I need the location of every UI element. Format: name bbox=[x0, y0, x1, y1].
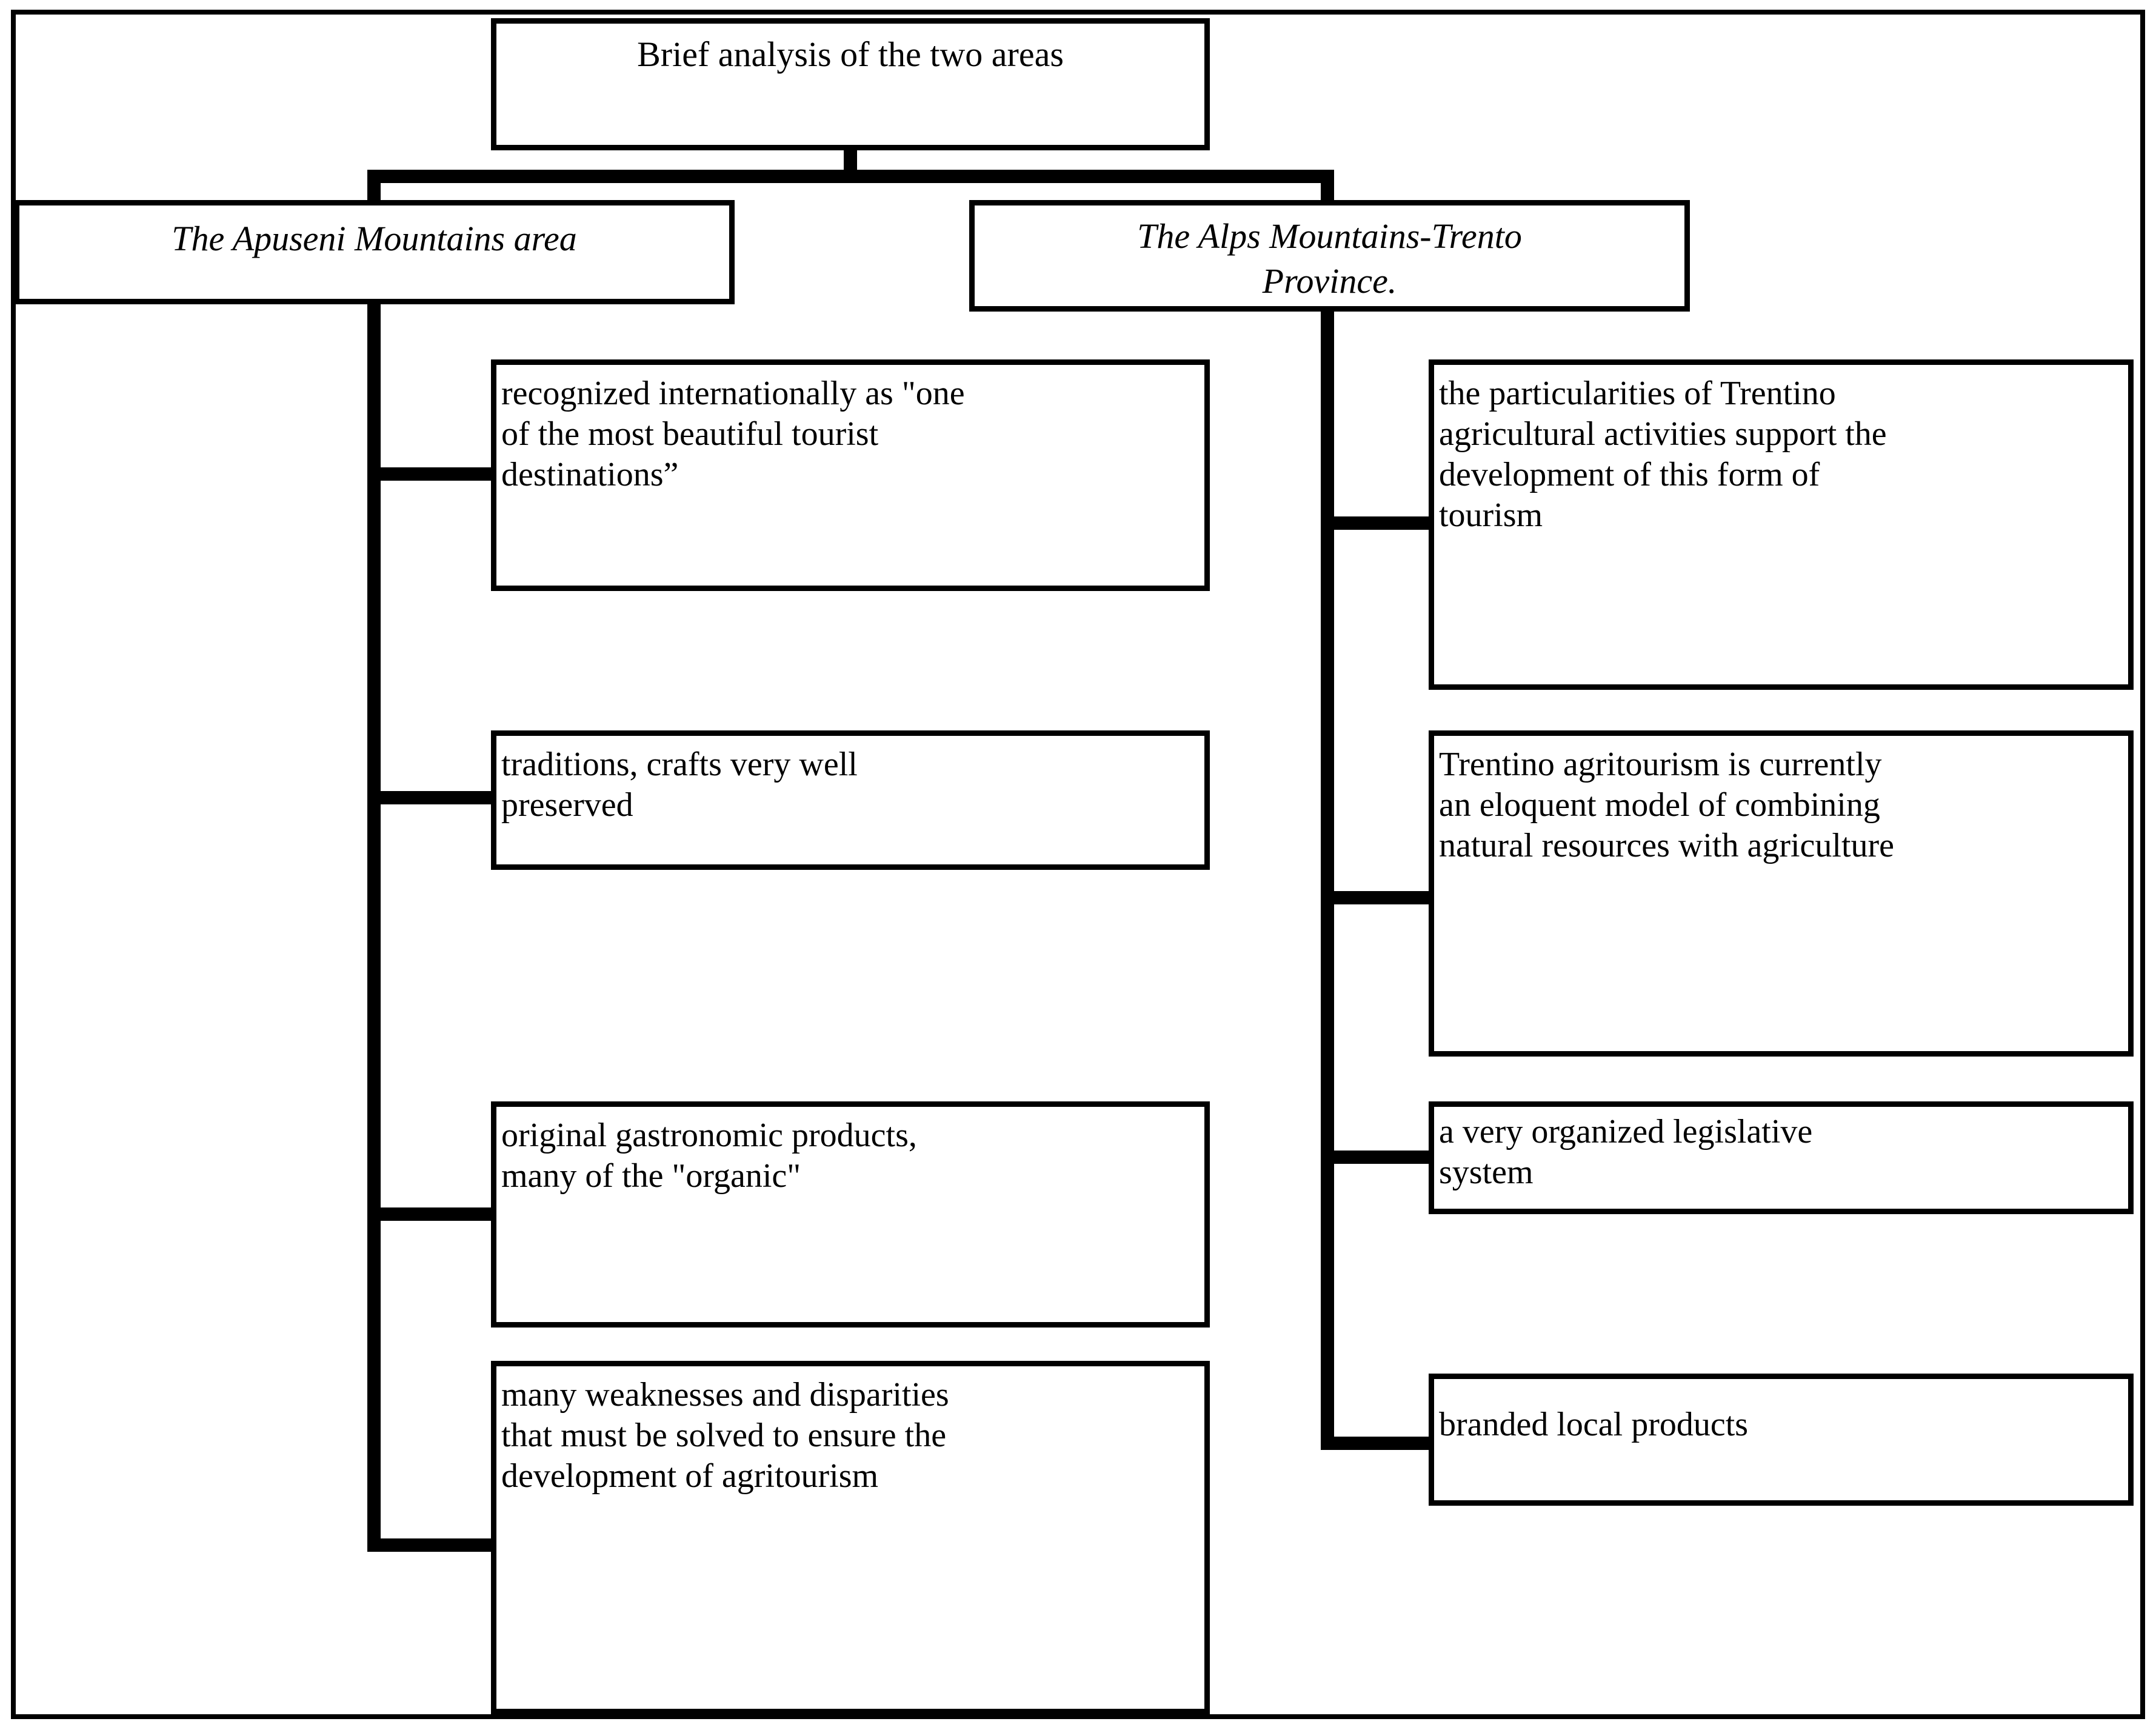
connector-right-vertical-spine bbox=[1321, 308, 1334, 1450]
page-title: Brief analysis of the two areas bbox=[637, 35, 1064, 74]
connector-trunk-bar bbox=[367, 170, 1334, 183]
text-line: Province. bbox=[1262, 261, 1397, 301]
text-line: traditions, crafts very well bbox=[501, 746, 858, 783]
text-line: branded local products bbox=[1439, 1406, 1749, 1443]
right-item-4-text: branded local products bbox=[1434, 1379, 2128, 1445]
left-item-box-4: many weaknesses and disparities that mus… bbox=[491, 1361, 1210, 1714]
text-line: of the most beautiful tourist bbox=[501, 415, 879, 453]
left-item-box-3: original gastronomic products, many of t… bbox=[491, 1101, 1210, 1328]
left-item-4-text: many weaknesses and disparities that mus… bbox=[496, 1366, 1204, 1497]
right-item-box-3: a very organized legislative system bbox=[1429, 1101, 2134, 1214]
connector-right-stub-3 bbox=[1321, 1151, 1429, 1164]
text-line: original gastronomic products, bbox=[501, 1117, 917, 1154]
text-line: many weaknesses and disparities bbox=[501, 1376, 949, 1414]
text-line: many of the "organic" bbox=[501, 1157, 801, 1195]
connector-title-stub bbox=[844, 148, 857, 173]
left-item-1-text: recognized internationally as "one of th… bbox=[496, 365, 1204, 495]
connector-left-stub-3 bbox=[367, 1207, 491, 1221]
text-line: preserved bbox=[501, 786, 633, 824]
right-item-2-text: Trentino agritourism is currently an elo… bbox=[1434, 736, 2128, 866]
connector-left-stub-2 bbox=[367, 791, 491, 804]
connector-right-stub-1 bbox=[1321, 516, 1429, 530]
text-line: the particularities of Trentino bbox=[1439, 375, 1836, 412]
text-line: a very organized legislative bbox=[1439, 1113, 1813, 1151]
text-line: tourism bbox=[1439, 496, 1543, 534]
text-line: development of this form of bbox=[1439, 456, 1820, 493]
text-line: destinations” bbox=[501, 456, 679, 493]
outer-border bbox=[11, 10, 2145, 1719]
connector-right-stub-4 bbox=[1321, 1437, 1429, 1450]
text-line: that must be solved to ensure the bbox=[501, 1417, 947, 1454]
left-item-3-text: original gastronomic products, many of t… bbox=[496, 1107, 1204, 1197]
connector-left-header-stub bbox=[367, 179, 381, 204]
left-item-box-1: recognized internationally as "one of th… bbox=[491, 359, 1210, 591]
left-branch-header-label: The Apuseni Mountains area bbox=[172, 219, 577, 258]
connector-right-header-stub bbox=[1321, 179, 1334, 204]
right-branch-header-box: The Alps Mountains-Trento Province. bbox=[969, 200, 1690, 312]
right-item-box-4: branded local products bbox=[1429, 1374, 2134, 1506]
text-line: natural resources with agriculture bbox=[1439, 827, 1895, 864]
text-line: The Alps Mountains-Trento bbox=[1137, 216, 1522, 256]
left-branch-header-box: The Apuseni Mountains area bbox=[14, 200, 735, 304]
connector-left-vertical-spine bbox=[367, 301, 381, 1552]
text-line: recognized internationally as "one bbox=[501, 375, 965, 412]
text-line: agricultural activities support the bbox=[1439, 415, 1887, 453]
connector-left-stub-1 bbox=[367, 467, 491, 481]
title-box: Brief analysis of the two areas bbox=[491, 18, 1210, 150]
text-line: an eloquent model of combining bbox=[1439, 786, 1880, 824]
text-line: development of agritourism bbox=[501, 1457, 879, 1495]
right-branch-header-label: The Alps Mountains-Trento Province. bbox=[975, 205, 1684, 304]
right-item-box-1: the particularities of Trentino agricult… bbox=[1429, 359, 2134, 690]
text-line: Trentino agritourism is currently bbox=[1439, 746, 1882, 783]
connector-right-stub-2 bbox=[1321, 891, 1429, 904]
right-item-1-text: the particularities of Trentino agricult… bbox=[1434, 365, 2128, 536]
right-item-3-text: a very organized legislative system bbox=[1434, 1107, 2128, 1193]
text-line: system bbox=[1439, 1154, 1534, 1191]
left-item-box-2: traditions, crafts very well preserved bbox=[491, 730, 1210, 870]
right-item-box-2: Trentino agritourism is currently an elo… bbox=[1429, 730, 2134, 1057]
left-item-2-text: traditions, crafts very well preserved bbox=[496, 736, 1204, 826]
connector-left-stub-4 bbox=[367, 1538, 491, 1552]
